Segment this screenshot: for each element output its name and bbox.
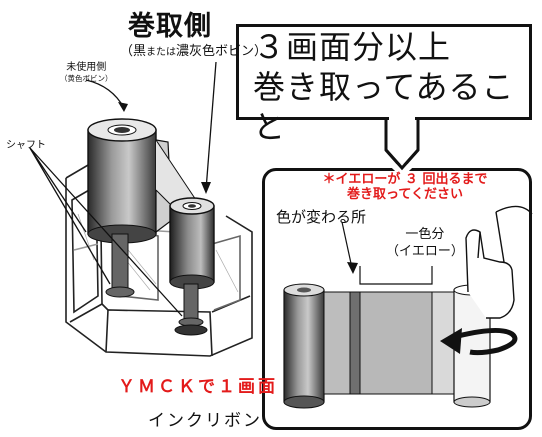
callout-line-2: 巻き取ってあること: [253, 68, 515, 146]
yellow-note: ＊イエローが ３ 回出るまで 巻き取ってください: [322, 172, 488, 202]
color-change-label: 色が変わる所: [276, 208, 367, 226]
winding-side-title: 巻取側: [128, 11, 212, 42]
ymck-caption: ＹＭＣＫで１画面: [118, 377, 278, 397]
callout-line-1: ３画面分以上: [253, 28, 452, 66]
callout-pointer-joint: [389, 116, 415, 124]
hand-icon: [465, 205, 533, 319]
one-color-label: 一色分 （イエロー）: [386, 227, 464, 259]
ink-ribbon-caption: インクリボン: [148, 411, 262, 431]
unused-side-label: 未使用側 （黄色ボビン）: [60, 62, 113, 83]
inset-left-roll: [283, 283, 325, 409]
winding-ribbon-roll: [169, 197, 215, 290]
rotation-arrow-icon: [440, 328, 518, 356]
callout-box: ３画面分以上 巻き取ってあること: [236, 24, 532, 146]
shaft-label: シャフト: [6, 140, 46, 151]
unused-ribbon-roll: [87, 118, 157, 244]
winding-side-subtitle: （黒または濃灰色ボビン）: [120, 44, 268, 59]
shaft-gears: [105, 233, 208, 336]
